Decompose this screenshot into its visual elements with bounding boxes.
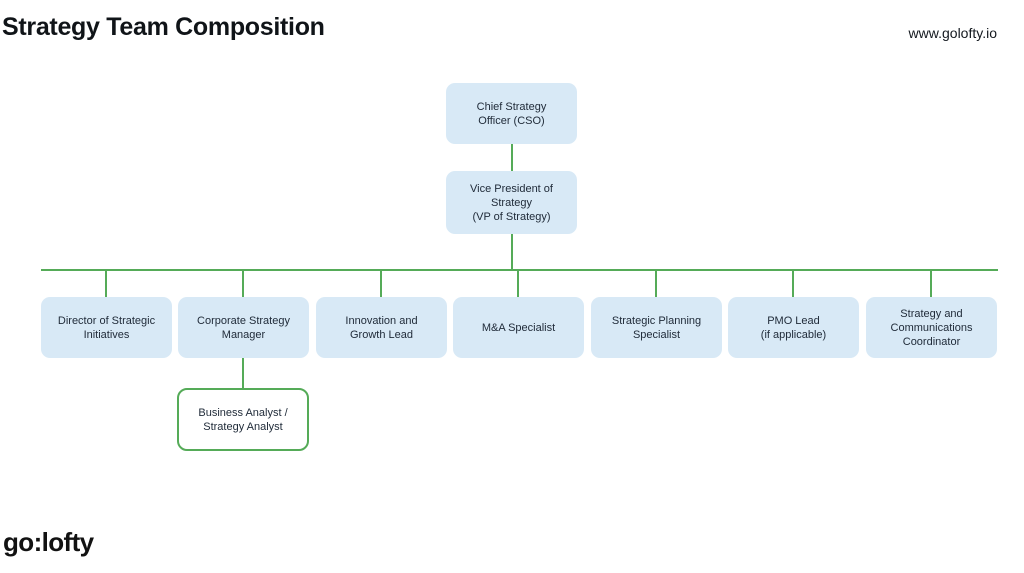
org-node-label: Strategy and Communications Coordinator	[890, 307, 973, 348]
connector-drop	[930, 271, 932, 297]
org-node-label: Innovation and Growth Lead	[345, 314, 418, 341]
org-node-label: Director of Strategic Initiatives	[57, 314, 156, 341]
org-node-director-strategic-initiatives: Director of Strategic Initiatives	[41, 297, 172, 358]
org-node-label: Chief Strategy Officer (CSO)	[476, 100, 547, 127]
connector-manager-to-analyst	[242, 358, 244, 388]
connector-drop	[517, 271, 519, 297]
org-node-pmo-lead: PMO Lead (if applicable)	[728, 297, 859, 358]
org-node-strategic-planning-specialist: Strategic Planning Specialist	[591, 297, 722, 358]
org-node-chief-strategy-officer: Chief Strategy Officer (CSO)	[446, 83, 577, 144]
org-node-innovation-growth-lead: Innovation and Growth Lead	[316, 297, 447, 358]
org-node-ma-specialist: M&A Specialist	[453, 297, 584, 358]
org-node-vp-of-strategy: Vice President of Strategy (VP of Strate…	[446, 171, 577, 234]
org-node-label: PMO Lead (if applicable)	[760, 314, 827, 341]
org-node-label: Business Analyst / Strategy Analyst	[198, 406, 288, 433]
connector-drop	[792, 271, 794, 297]
org-node-strategy-communications-coordinator: Strategy and Communications Coordinator	[866, 297, 997, 358]
org-node-business-strategy-analyst: Business Analyst / Strategy Analyst	[177, 388, 309, 451]
connector-vp-to-bus	[511, 234, 513, 270]
connector-horizontal-bus	[41, 269, 998, 271]
connector-drop	[105, 271, 107, 297]
page-title: Strategy Team Composition	[2, 13, 325, 41]
golofty-logo: go:lofty	[3, 527, 94, 557]
org-node-label: M&A Specialist	[481, 321, 556, 334]
website-url: www.golofty.io	[908, 25, 997, 41]
org-node-label: Vice President of Strategy (VP of Strate…	[470, 182, 553, 223]
connector-drop	[242, 271, 244, 297]
connector-drop	[655, 271, 657, 297]
org-node-corporate-strategy-manager: Corporate Strategy Manager	[178, 297, 309, 358]
connector-cso-to-vp	[511, 144, 513, 171]
org-node-label: Strategic Planning Specialist	[611, 314, 702, 341]
org-node-label: Corporate Strategy Manager	[197, 314, 290, 341]
connector-drop	[380, 271, 382, 297]
